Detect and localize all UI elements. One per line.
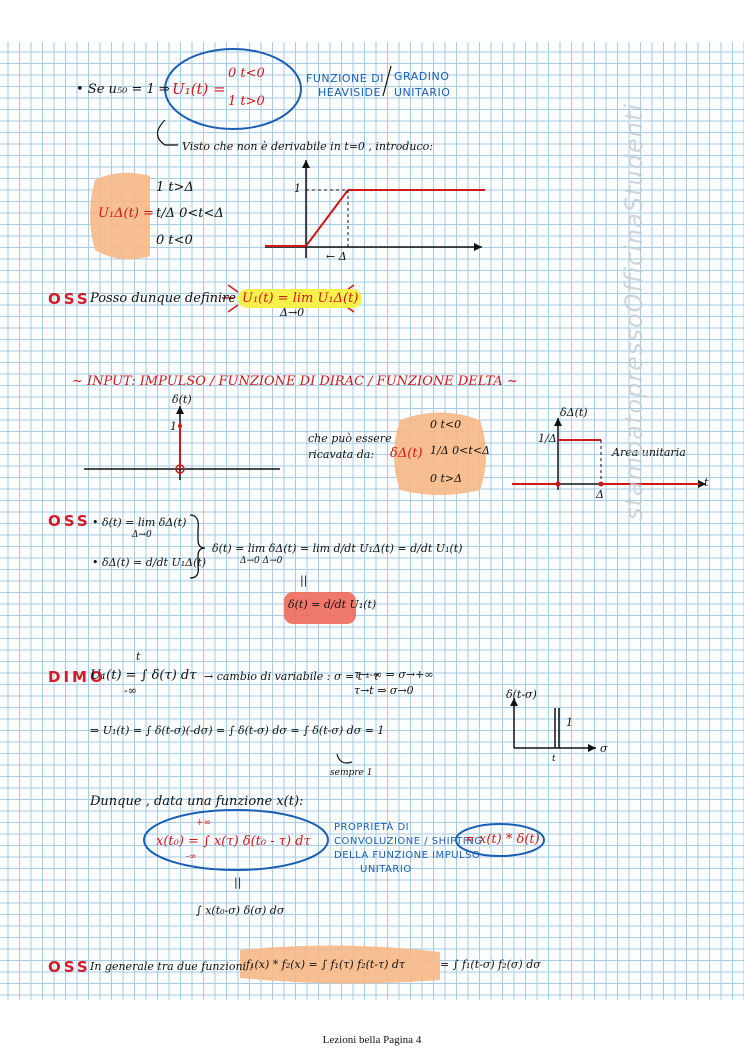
delta-graph-t: t [704, 476, 709, 489]
ramp-highlight [90, 172, 150, 260]
oss3-tag: OSS [48, 958, 91, 976]
dirac-text-1: che può essere [308, 432, 392, 445]
dirac-y-label: δ(t) [172, 393, 192, 406]
curved-arrow [156, 119, 178, 146]
conv-result-circle [455, 823, 545, 857]
oss3-highlight [240, 945, 440, 984]
delta-graph-y-label: δΔ(t) [560, 406, 588, 419]
conv-formula-circle [143, 809, 329, 871]
conv-eq: || [234, 876, 242, 889]
oss2-chain-sub: Δ→0 Δ→0 [240, 556, 283, 566]
dimo-tag: DIMO [48, 668, 106, 686]
ramp-x-delta: ← Δ [326, 250, 347, 263]
derivable-note: Visto che non è derivabile in t=0 , intr… [182, 140, 433, 153]
dimo-graph-t: t [552, 754, 556, 764]
dirac-graph [84, 406, 280, 480]
dimo-eq1: U₁(t) = ∫ δ(τ) dτ [90, 668, 197, 683]
note-arrow [336, 753, 353, 764]
ramp-graph [265, 160, 485, 258]
delta-delta-graph [512, 418, 706, 490]
dimo-rule-2: τ→t ⇒ σ→0 [354, 684, 414, 697]
oss1-text: Posso dunque definire : [90, 291, 245, 306]
oss1-tag: OSS [48, 290, 91, 308]
conv-upper: +∞ [196, 818, 212, 828]
delta-graph-tick: 1/Δ [538, 432, 557, 445]
oss2-bullet-1-sub: Δ→0 [132, 530, 152, 540]
delta-case-3: 0 t>Δ [430, 472, 463, 485]
oss2-bullet-2: • δΔ(t) = d/dt U₁Δ(t) [92, 556, 207, 569]
watermark: stampatopressoOfficinaStudenti [620, 103, 648, 520]
heaviside-circle [164, 48, 302, 130]
oss2-bullet-1: • δ(t) = lim δΔ(t) [92, 516, 187, 529]
dirac-one: 1 [170, 420, 177, 433]
page-footer: Lezioni bella Pagina 4 [322, 1034, 422, 1046]
prop-3: DELLA FUNZIONE IMPULSO [334, 850, 481, 861]
delta-delta-label: δΔ(t) [390, 446, 423, 461]
oss2-result: δ(t) = d/dt U₁(t) [288, 598, 377, 611]
heaviside-label: U₁(t) = [172, 80, 226, 98]
section-title: ~ INPUT: IMPULSO / FUNZIONE DI DIRAC / F… [72, 374, 518, 389]
prop-1: PROPRIETÀ DI [334, 822, 410, 833]
conv-formula: x(t₀) = ∫ x(τ) δ(t₀ - τ) dτ [156, 834, 311, 849]
conv-intro: Dunque , data una funzione x(t): [90, 794, 304, 809]
dirac-text-2: ricavata da: [308, 448, 375, 461]
note-gradino: GRADINO [394, 70, 450, 83]
oss1-sub: Δ→0 [280, 306, 305, 319]
note-unitario: UNITARIO [394, 86, 451, 99]
oss2-brace [189, 514, 206, 579]
ramp-case-1: 1 t>Δ [156, 180, 194, 195]
oss3-text: In generale tra due funzioni : [90, 960, 254, 973]
conv-lower: -∞ [186, 852, 197, 862]
dimo-graph [510, 698, 596, 752]
dimo-upper-limit: t [136, 650, 141, 663]
prop-2: CONVOLUZIONE / SHIFTING [334, 836, 483, 847]
dimo-note: sempre 1 [330, 768, 373, 778]
dimo-change: → cambio di variabile : σ = t - τ [204, 670, 379, 683]
delta-case-2: 1/Δ 0<t<Δ [430, 444, 490, 457]
delta-highlight [394, 412, 486, 495]
delta-case-1: 0 t<0 [430, 418, 462, 431]
ramp-y1: 1 [294, 182, 301, 195]
heaviside-case-2: 1 t>0 [228, 94, 265, 109]
dimo-graph-1: 1 [566, 716, 573, 729]
ramp-case-2: t/Δ 0<t<Δ [156, 206, 224, 221]
delta-graph-x: Δ [596, 488, 604, 501]
oss3-formula: f₁(x) * f₂(x) = ∫ f₁(τ) f₂(t-τ) dτ [246, 958, 406, 971]
oss2-chain: δ(t) = lim δΔ(t) = lim d/dt U₁Δ(t) = d/d… [212, 542, 463, 555]
note-heaviside: HEAVISIDE [318, 86, 381, 99]
oss2-tag: OSS [48, 512, 91, 530]
oss1-formula: U₁(t) = lim U₁Δ(t) [238, 289, 363, 308]
heaviside-case-1: 0 t<0 [228, 66, 265, 81]
notebook-page [0, 0, 744, 1000]
conv-result: = x(t) * δ(t) [464, 832, 540, 847]
prop-4: UNITARIO [360, 864, 412, 875]
oss3-tail: = ∫ f₁(t-σ) f₂(σ) dσ [440, 958, 541, 971]
dimo-eq2: ⇒ U₁(t) = ∫ δ(t-σ)(-dσ) = ∫ δ(t-σ) dσ = … [90, 724, 385, 737]
dimo-rule-1: τ→-∞ ⇒ σ→+∞ [354, 668, 434, 681]
result-highlight [284, 592, 356, 624]
dimo-graph-x: σ [600, 742, 608, 755]
dimo-graph-y: δ(t-σ) [506, 688, 537, 701]
oss2-eq: || [300, 574, 308, 587]
separator-slash [382, 65, 392, 97]
note-funzione: FUNZIONE DI [306, 72, 384, 85]
bullet-text: • Se u₅₀ = 1 ⇒ [76, 82, 170, 97]
ramp-case-3: 0 t<0 [156, 233, 193, 248]
ramp-label: U₁Δ(t) = [98, 206, 154, 221]
area-label: Area unitaria [612, 446, 686, 459]
conv-alt: ∫ x(t₀-σ) δ(σ) dσ [196, 904, 285, 917]
dimo-lower-limit: -∞ [124, 684, 137, 697]
